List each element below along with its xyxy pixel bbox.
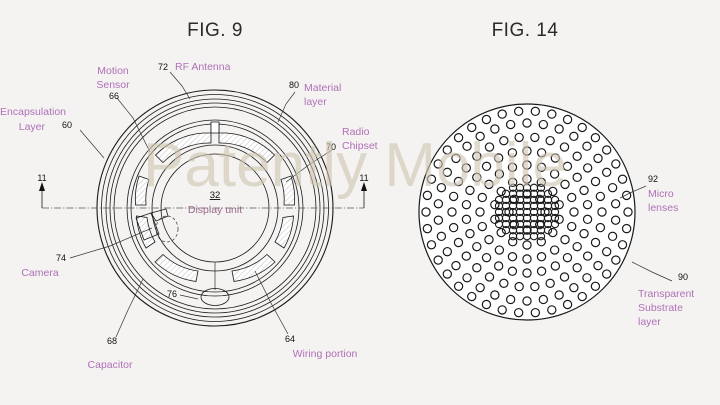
fig14-callout-90-ref: 90: [678, 272, 688, 282]
fig14-callout-90-line3: layer: [638, 316, 661, 328]
fig9-callout-70-line2: Chipset: [342, 140, 378, 152]
fig14-leader-92: [619, 185, 647, 199]
fig9-display-label: Display unit: [188, 204, 242, 216]
fig14-drawing: 92 Micro lenses 90 Transparent Substrate…: [418, 103, 694, 328]
fig9-callout-80-line2: layer: [304, 96, 327, 108]
fig9-callout-72-ref: 72: [158, 62, 168, 72]
fig9-callout-60-ref: 60: [62, 120, 72, 130]
fig14-callout-92-line1: Micro: [648, 188, 674, 200]
fig9-section-mark-right: 11: [359, 173, 369, 208]
fig9-callout-60-line2: Layer: [19, 121, 46, 133]
fig14-leader-90: [631, 261, 673, 282]
fig9-callout-74-ref: 74: [56, 253, 66, 263]
fig9-callout-74-label: Camera: [21, 267, 59, 279]
fig14-title: FIG. 14: [492, 20, 559, 41]
fig9-callout-66-line1: Motion: [97, 65, 129, 77]
fig9-section-label-left: 11: [37, 173, 46, 183]
fig14-callout-92-line2: lenses: [648, 202, 678, 214]
fig14-callout-90-line1: Transparent: [638, 288, 694, 300]
fig9-callout-76-ref: 76: [167, 289, 177, 299]
fig9-callout-68-ref: 68: [107, 336, 117, 346]
fig9-callout-72-label: RF Antenna: [175, 61, 231, 73]
fig9-drawing: 11 11 32 Display unit Encapsulation Laye…: [0, 61, 378, 371]
fig9-section-mark-left: 11: [37, 173, 47, 208]
fig9-title: FIG. 9: [187, 20, 243, 41]
fig9-component-arcs: [134, 121, 296, 282]
fig9-display-ref: 32: [210, 190, 221, 201]
fig9-callout-66-ref: 66: [109, 91, 119, 101]
fig9-callout-68-label: Capacitor: [88, 359, 133, 371]
fig14-callout-90-line2: Substrate: [638, 302, 683, 314]
fig9-callout-80-ref: 80: [289, 80, 299, 90]
fig9-callout-64-ref: 64: [285, 334, 295, 344]
fig9-element-76: [200, 262, 230, 306]
fig9-leader-lines: [69, 71, 333, 338]
fig14-micro-lens-field: [421, 106, 633, 318]
watermark: Patently Mobile: [143, 131, 567, 200]
fig9-callout-66-line2: Sensor: [96, 79, 130, 91]
fig9-callout-80-line1: Material: [304, 82, 341, 94]
fig9-callout-64-label: Wiring portion: [293, 348, 358, 360]
fig9-section-label-right: 11: [359, 173, 368, 183]
fig9-callout-70-ref: 70: [326, 142, 336, 152]
fig9-callout-70-line1: Radio: [342, 126, 370, 138]
fig9-callout-60-line1: Encapsulation: [0, 106, 66, 118]
fig14-callout-92-ref: 92: [648, 174, 658, 184]
